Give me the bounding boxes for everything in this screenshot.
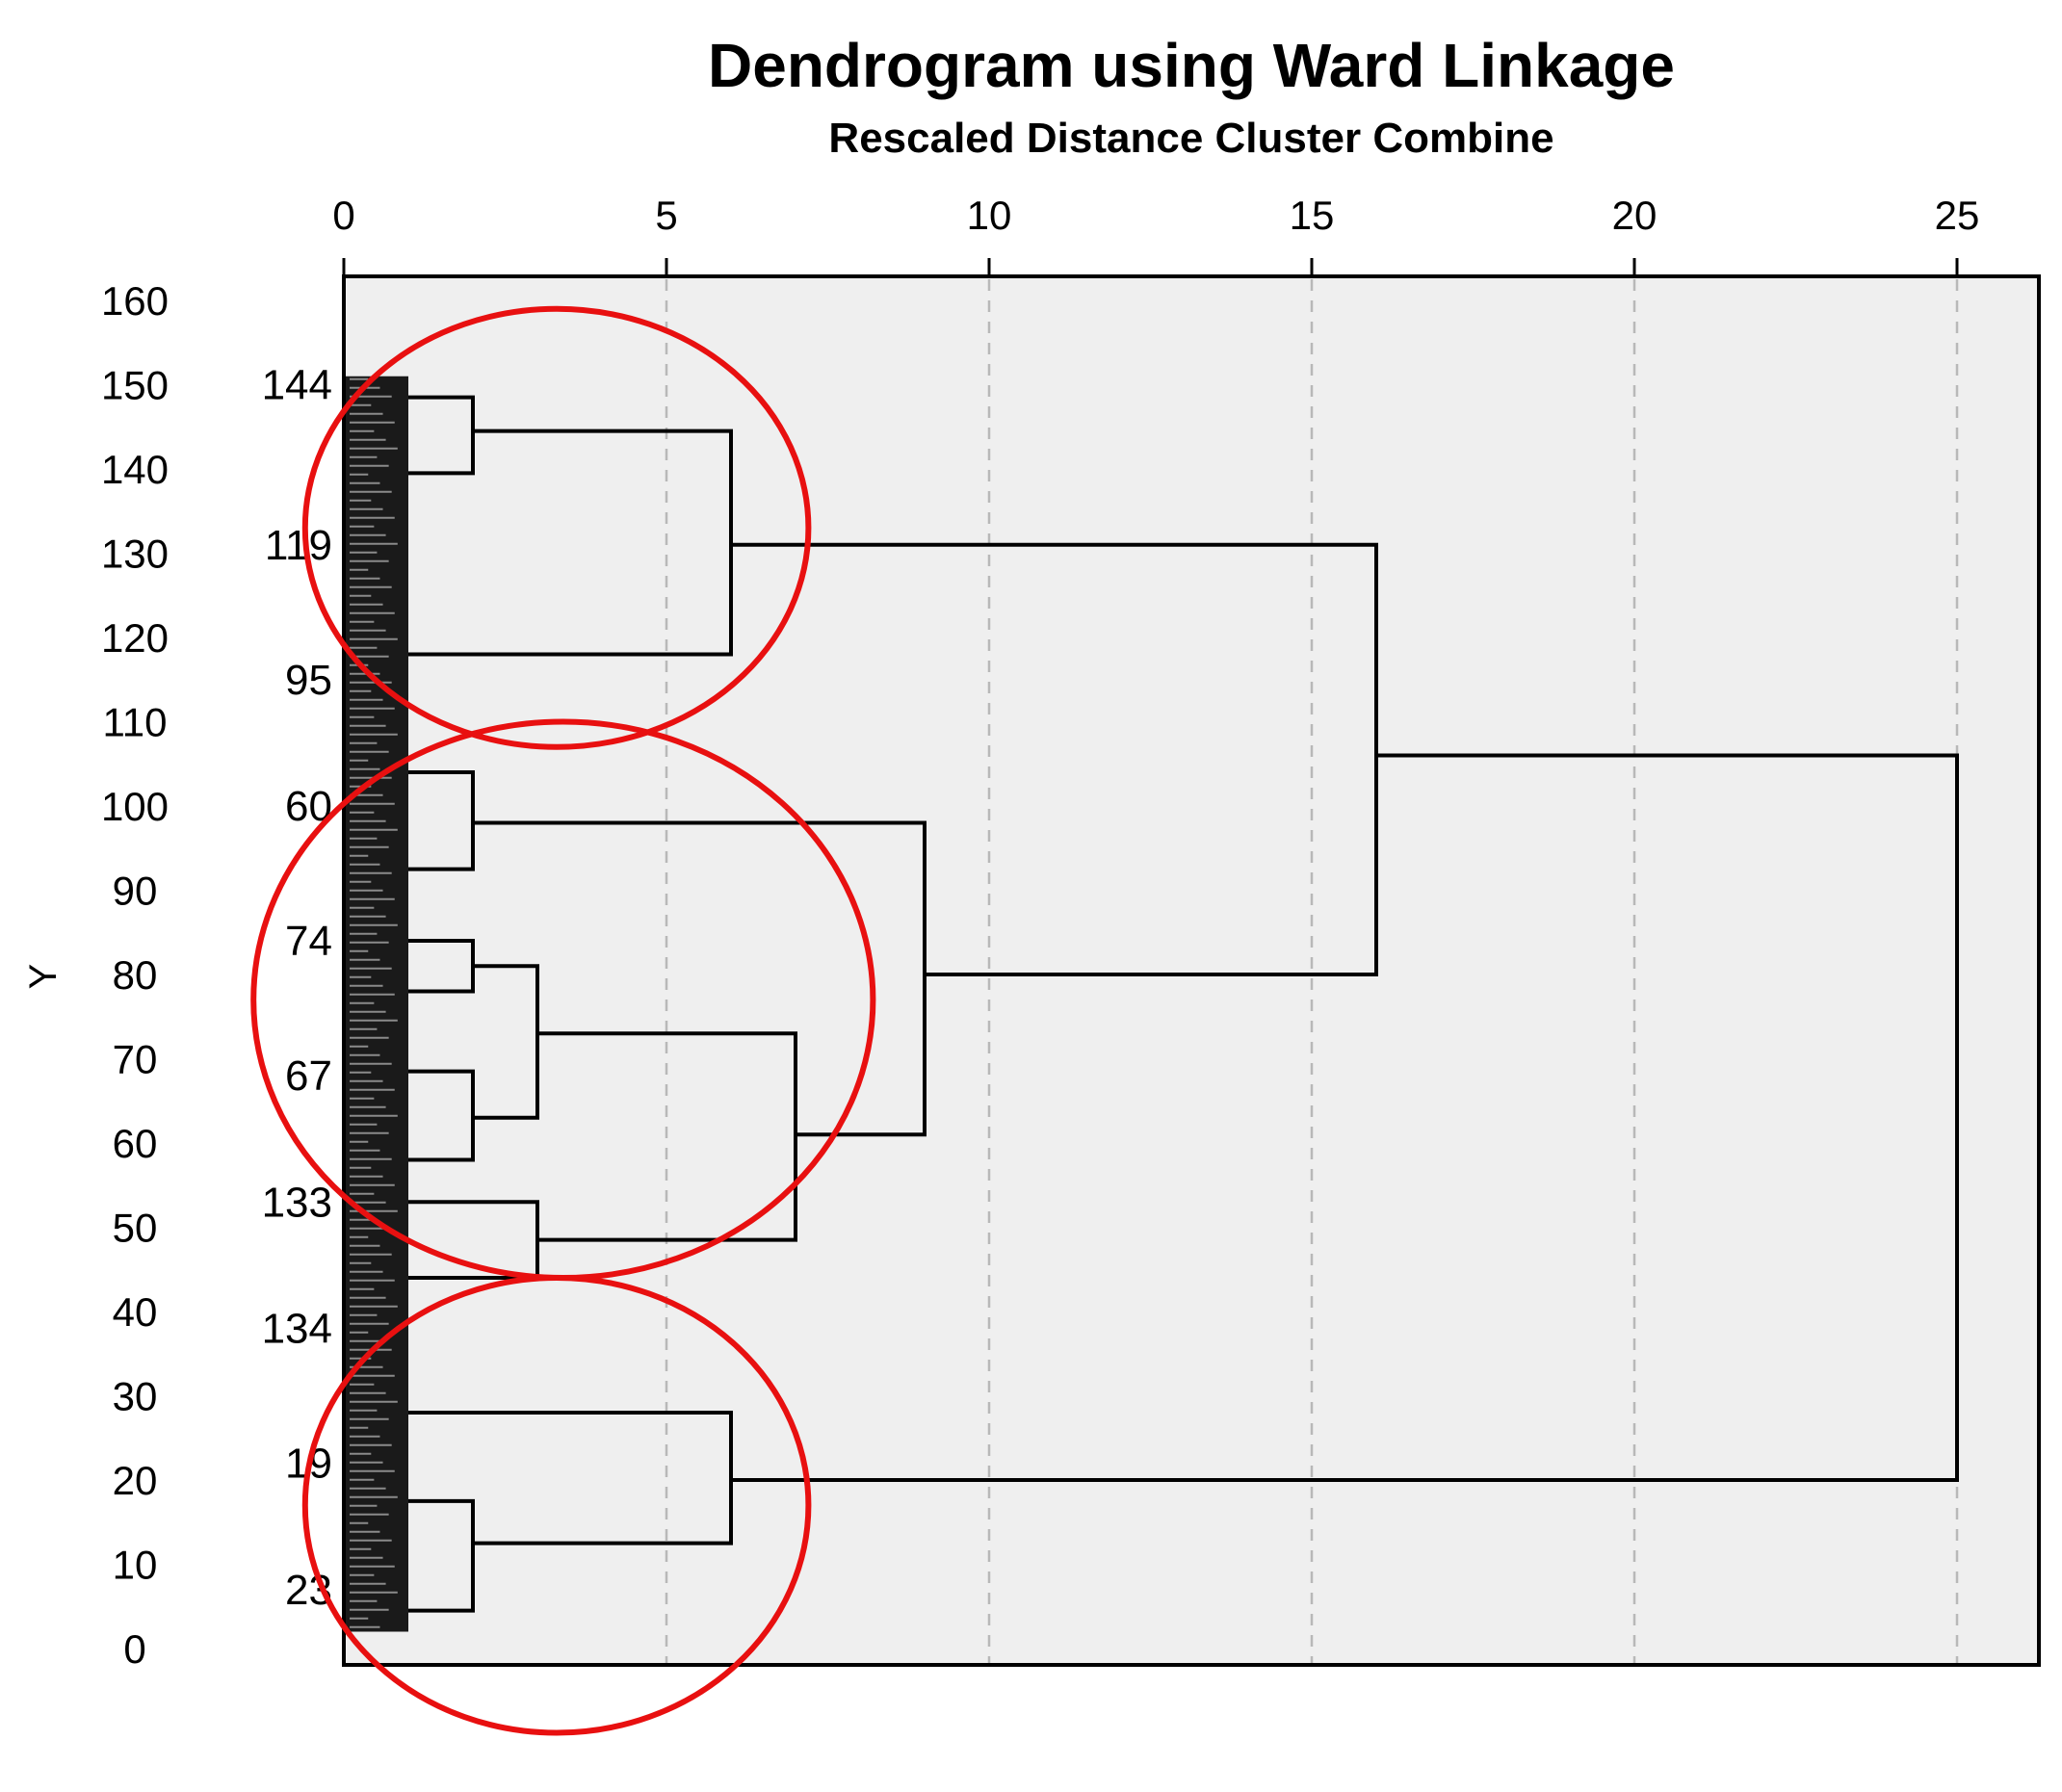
x-tick-label-10: 10 (967, 193, 1012, 238)
y-tick-label-60: 60 (113, 1121, 158, 1166)
leaf-label-95: 95 (285, 657, 332, 704)
leaf-label-134: 134 (262, 1306, 332, 1353)
merge-link-3 (408, 770, 475, 871)
y-tick-label-80: 80 (113, 952, 158, 998)
y-axis-label: Y (22, 964, 65, 990)
y-tick-label-10: 10 (113, 1543, 158, 1588)
merge-link-10 (731, 542, 1378, 976)
merge-link-9 (473, 820, 927, 1137)
x-tick-label-0: 0 (332, 193, 354, 238)
plot-frame (342, 274, 2041, 1667)
x-axis-ticks: 0 5 10 15 20 25 (332, 193, 1979, 276)
y-tick-label-160: 160 (101, 278, 169, 324)
leaf-label-133: 133 (262, 1179, 332, 1226)
x-tick-label-25: 25 (1935, 193, 1980, 238)
y-tick-label-40: 40 (113, 1289, 158, 1335)
cluster-highlight-1 (301, 305, 812, 750)
y-tick-label-30: 30 (113, 1374, 158, 1419)
merge-link-5 (408, 1069, 475, 1162)
leaf-label-74: 74 (285, 918, 332, 965)
leaf-label-67: 67 (285, 1052, 332, 1100)
x-tick-label-15: 15 (1290, 193, 1335, 238)
dendrogram-tree (408, 395, 1959, 1613)
y-axis-ticks: 0 10 20 30 40 50 60 70 80 90 100 110 120 130 140 150 160 (101, 278, 169, 1672)
y-tick-label-150: 150 (101, 363, 169, 408)
y-tick-label-110: 110 (103, 700, 168, 745)
leaf-band (344, 376, 408, 1632)
y-tick-label-100: 100 (101, 784, 169, 829)
merge-link-1 (408, 395, 475, 476)
x-tick-label-20: 20 (1612, 193, 1657, 238)
merge-link-6 (473, 964, 539, 1120)
y-tick-label-20: 20 (113, 1458, 158, 1503)
y-tick-label-70: 70 (113, 1037, 158, 1082)
leaf-label-144: 144 (262, 362, 332, 409)
leaf-label-119: 119 (265, 522, 332, 569)
x-tick-label-5: 5 (655, 193, 677, 238)
cluster-highlight-3 (301, 1275, 812, 1736)
merge-link-2 (408, 429, 733, 657)
cluster-highlights (250, 305, 876, 1736)
chart-title: Dendrogram using Ward Linkage (708, 31, 1675, 100)
merge-link-12 (408, 1411, 733, 1545)
y-tick-label-120: 120 (101, 615, 169, 661)
merge-link-13 (731, 753, 1959, 1482)
y-tick-label-130: 130 (101, 532, 169, 577)
plot-area (344, 276, 2039, 1665)
y-tick-label-140: 140 (101, 447, 169, 492)
y-tick-label-50: 50 (113, 1206, 158, 1251)
merge-link-8 (537, 1031, 797, 1242)
merge-link-11 (408, 1498, 475, 1613)
chart-subtitle: Rescaled Distance Cluster Combine (828, 115, 1553, 162)
y-tick-label-90: 90 (113, 869, 158, 914)
y-tick-label-0: 0 (123, 1626, 145, 1672)
